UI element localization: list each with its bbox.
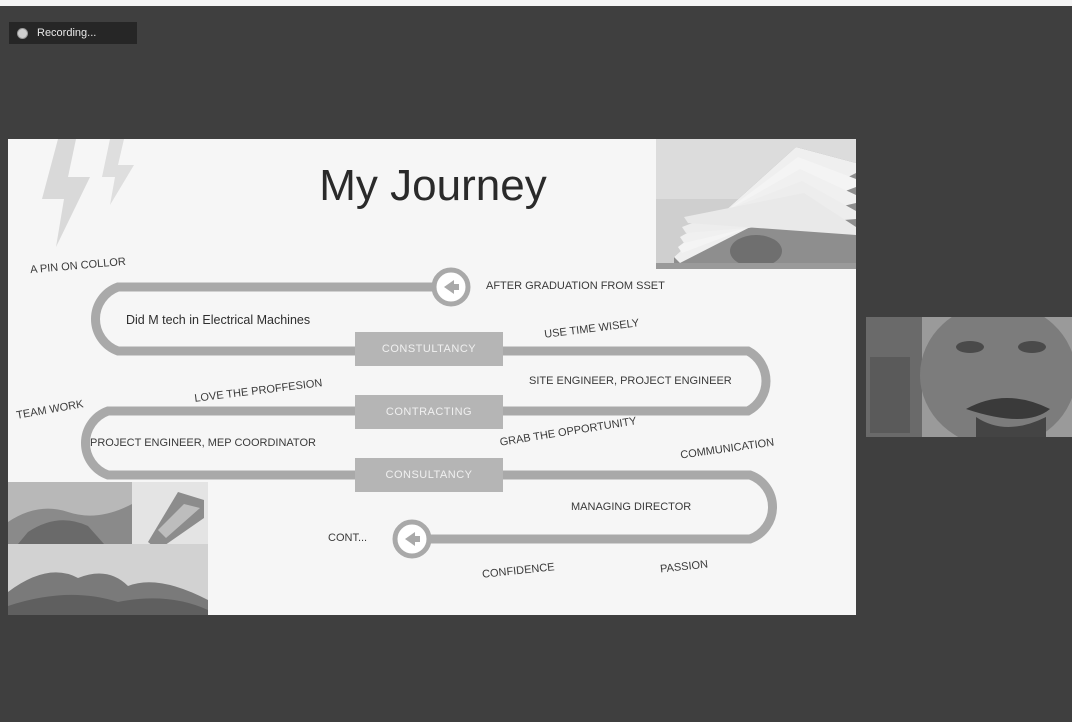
after-graduation-label: AFTER GRADUATION FROM SSET (486, 280, 665, 292)
arrow-left-icon (392, 519, 432, 559)
photo-collage (8, 482, 208, 615)
participant-video-tile[interactable] (866, 317, 1072, 437)
mep-coordinator-label: PROJECT ENGINEER, MEP COORDINATOR (90, 437, 316, 449)
stage-box-consultancy-1: CONSTULTANCY (355, 332, 503, 366)
participant-video (866, 317, 1072, 437)
lightning-bolt-icon (42, 139, 134, 247)
stage-box-consultancy-2: CONSULTANCY (355, 458, 503, 492)
cont-label: CONT... (328, 532, 368, 544)
journey-track (80, 267, 778, 559)
screen-share-area: Recording... My Journey (0, 6, 1072, 722)
mtech-label: Did M tech in Electrical Machines (126, 313, 311, 327)
site-engineer-label: SITE ENGINEER, PROJECT ENGINEER (529, 375, 732, 387)
recording-label: Recording... (37, 27, 97, 39)
arrow-left-icon (431, 267, 471, 307)
slide-title: My Journey (319, 161, 547, 210)
building-photo (656, 139, 856, 269)
stage-box-contracting: CONTRACTING (355, 395, 503, 429)
managing-director-label: MANAGING DIRECTOR (571, 501, 692, 513)
record-dot-icon (17, 27, 28, 39)
presentation-slide: My Journey (8, 139, 856, 615)
recording-indicator[interactable]: Recording... (9, 22, 137, 44)
